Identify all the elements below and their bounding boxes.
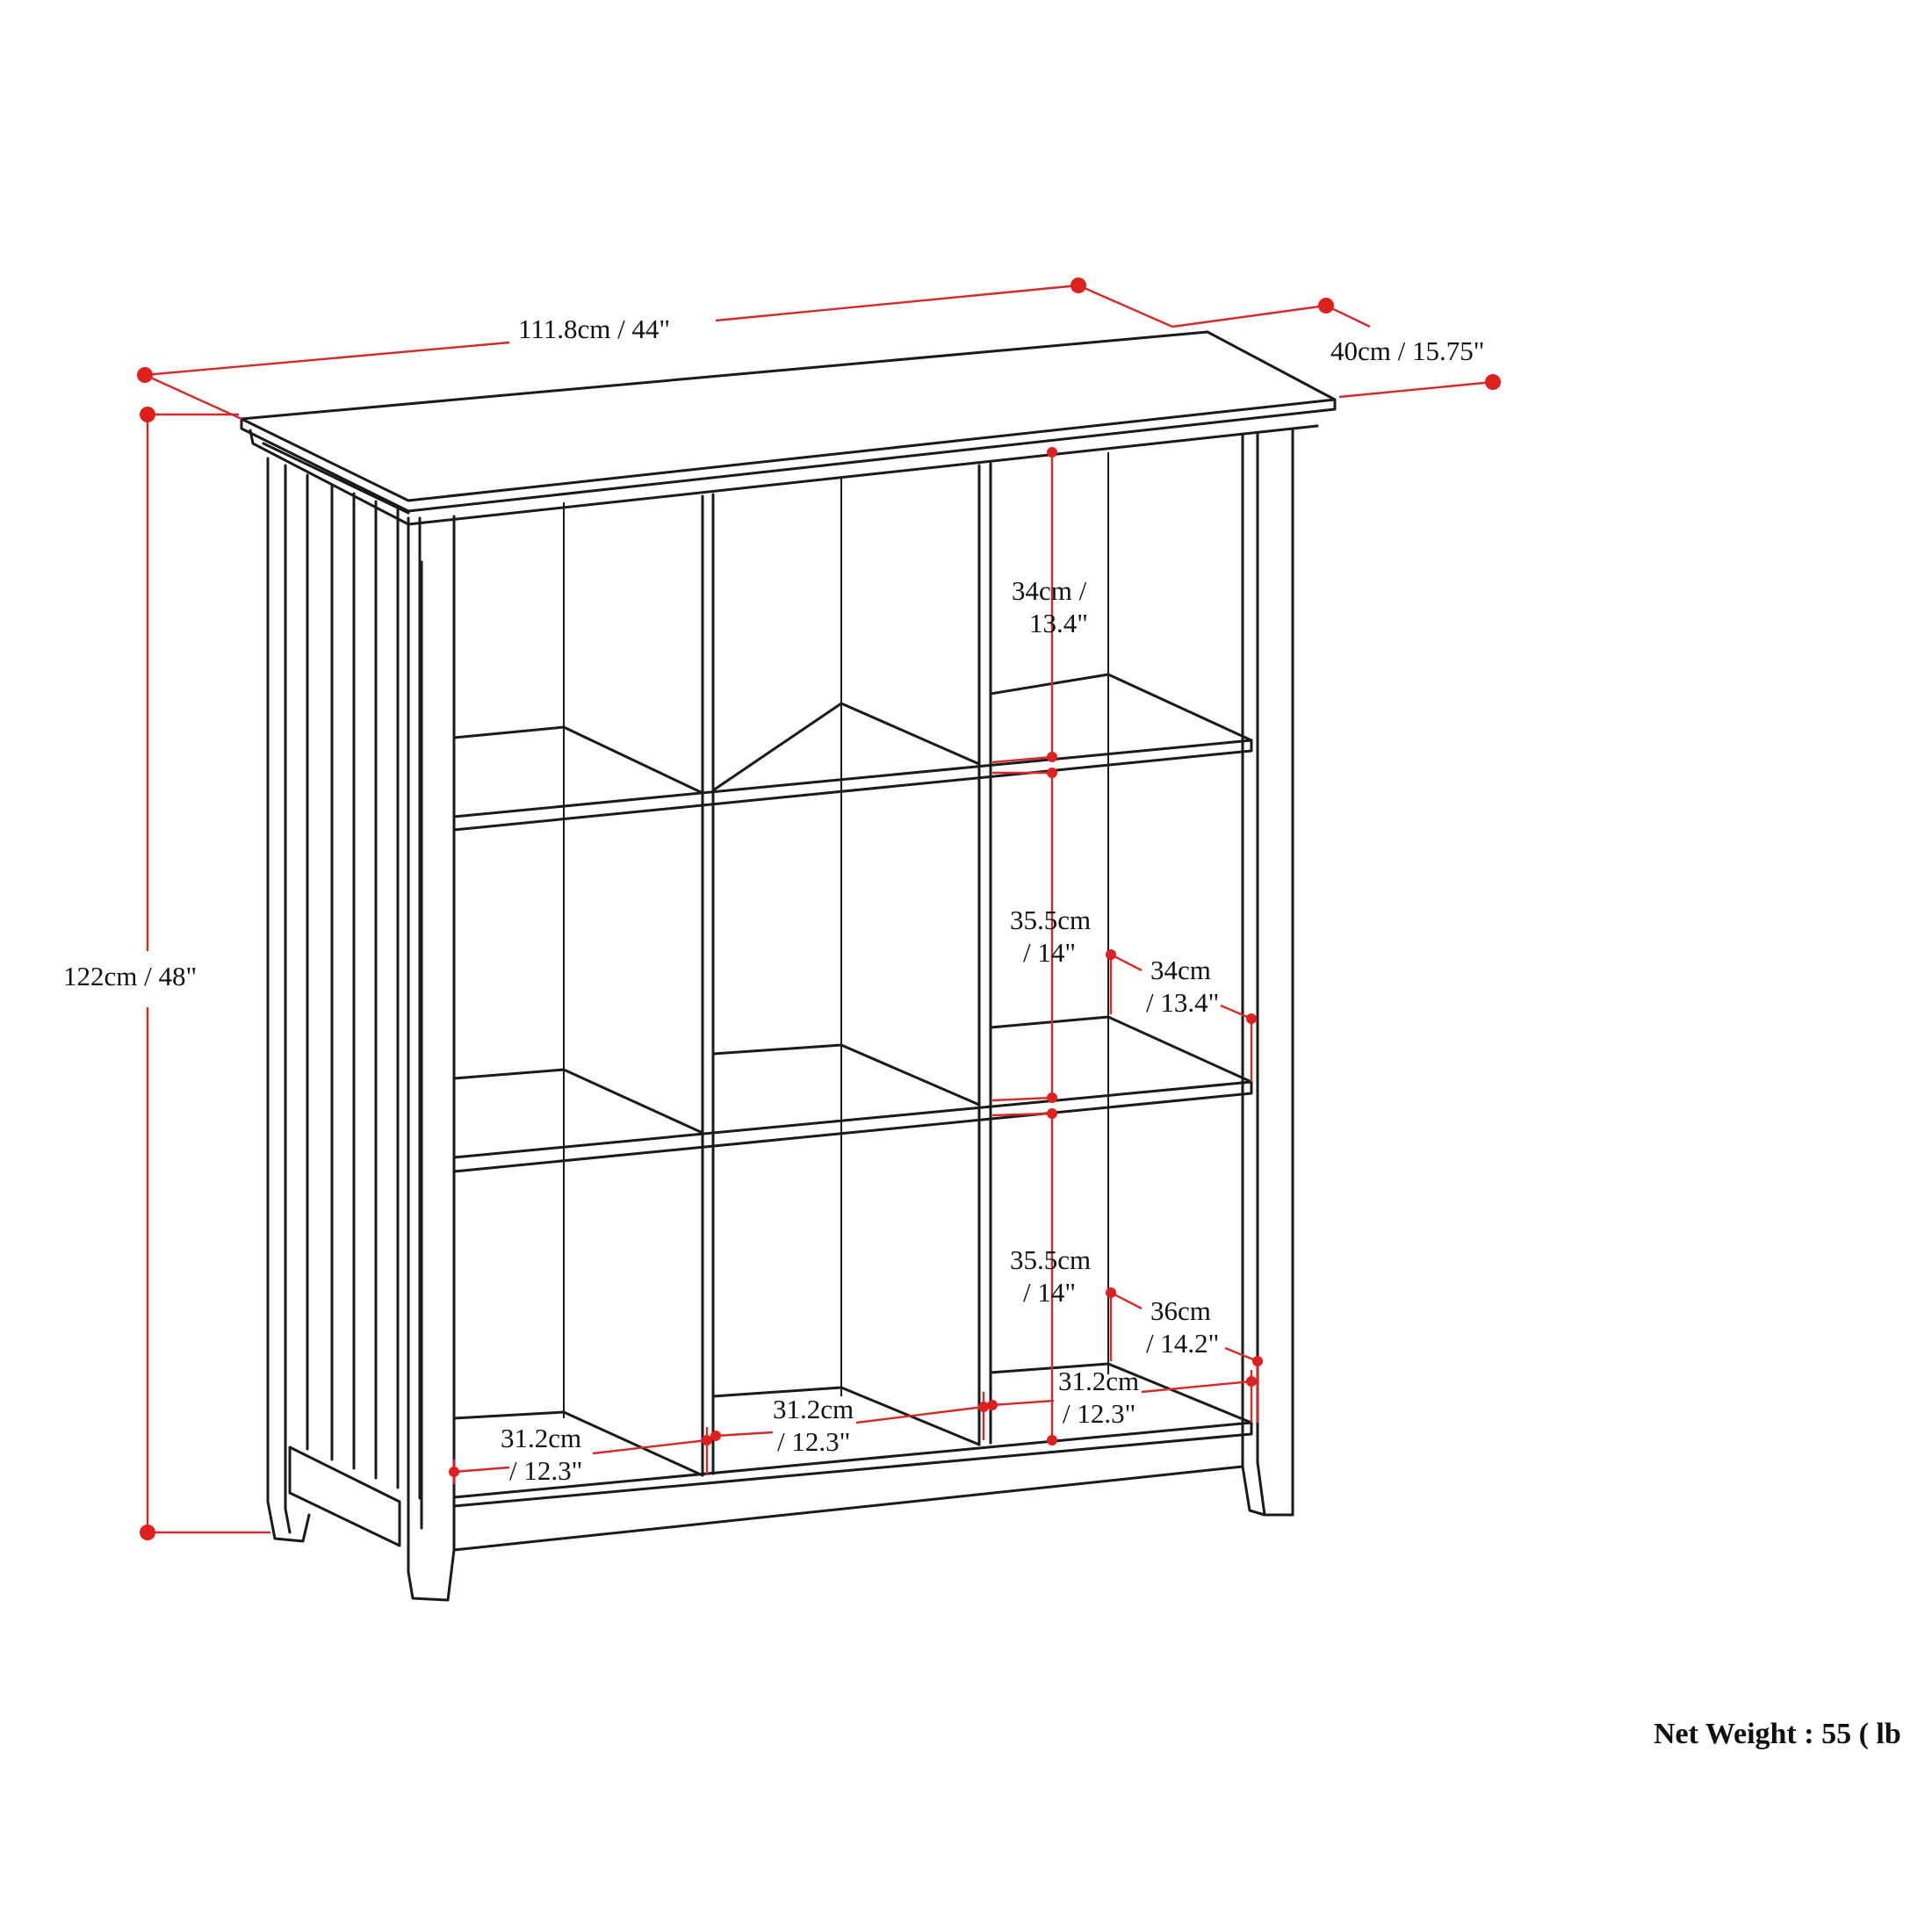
dimension-dot — [987, 1400, 998, 1410]
top-cubby-height-label: 13.4" — [1029, 608, 1088, 638]
dimension-dot — [1047, 768, 1057, 778]
bookcase-drawing — [240, 330, 1337, 1602]
dimension-dot — [1106, 949, 1116, 960]
left-cubby-width-label: 31.2cm — [501, 1423, 581, 1453]
bookcase-top — [240, 330, 1337, 526]
right-cubby-width-label: / 12.3" — [1063, 1398, 1135, 1429]
center-cubby-width-label: 31.2cm — [773, 1394, 854, 1424]
dimension-dot — [1246, 1013, 1257, 1024]
middle-cubby-height-label: / 14" — [1023, 937, 1076, 968]
dimension-dot — [140, 1525, 155, 1540]
dimension-dot — [1485, 374, 1501, 390]
dimension-dot — [1252, 1356, 1263, 1366]
dimension-dot — [449, 1467, 459, 1477]
depth-label: 40cm / 15.75" — [1330, 335, 1484, 366]
right-cubby-width-label: 31.2cm — [1058, 1366, 1139, 1396]
bookcase-side-panel — [266, 457, 423, 1547]
dimension-dot — [978, 1402, 989, 1412]
bottom-cubby-height-label: / 14" — [1023, 1277, 1076, 1308]
top-cubby-height-label: 34cm / — [1012, 575, 1087, 606]
height-label: 122cm / 48" — [63, 961, 197, 991]
dimension-dot — [1047, 752, 1057, 762]
bookcase-front-right-post — [1241, 427, 1294, 1517]
dimension-labels: 111.8cm / 44" 40cm / 15.75" 122cm / 48" … — [63, 314, 1901, 1750]
dimension-endpoints — [137, 278, 1501, 1540]
bottom-cubby-height-label: 35.5cm — [1010, 1244, 1091, 1275]
center-cubby-width-label: / 12.3" — [777, 1426, 850, 1457]
net-weight-label: Net Weight : 55 ( lb — [1654, 1718, 1901, 1750]
dimension-lines — [144, 284, 1494, 1534]
dimension-dot — [1047, 1435, 1057, 1445]
middle-cubby-depth-label: 34cm — [1150, 955, 1211, 985]
dimension-dot — [1047, 447, 1057, 458]
bottom-cubby-depth-label: / 14.2" — [1146, 1328, 1219, 1359]
dimension-dot — [1106, 1287, 1116, 1298]
dimension-dot — [1047, 1092, 1057, 1103]
dimension-dot — [1071, 278, 1086, 293]
dimension-dot — [702, 1435, 712, 1445]
bottom-cubby-depth-label: 36cm — [1150, 1295, 1211, 1326]
dimension-dot — [137, 367, 153, 383]
left-cubby-width-label: / 12.3" — [509, 1455, 582, 1486]
dimension-dot — [710, 1431, 721, 1441]
dimension-dot — [1047, 1108, 1057, 1119]
dimension-dot — [1318, 298, 1334, 314]
width-label: 111.8cm / 44" — [518, 314, 670, 344]
dimension-dot — [1246, 1376, 1257, 1387]
dimension-dot — [140, 407, 155, 422]
middle-cubby-depth-label: / 13.4" — [1146, 987, 1219, 1018]
bookcase-front-left-post — [407, 515, 456, 1602]
middle-cubby-height-label: 35.5cm — [1010, 905, 1091, 935]
